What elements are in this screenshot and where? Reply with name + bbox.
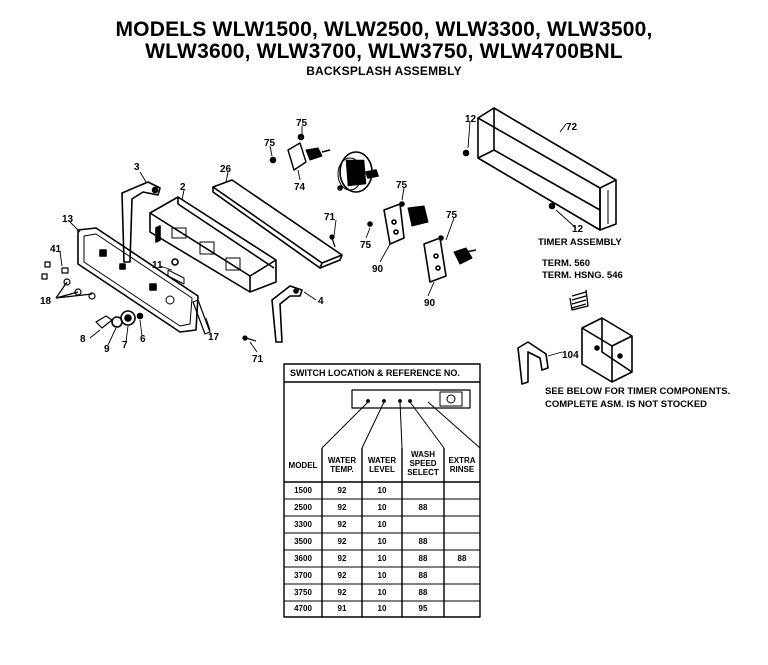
- part-timer-body: [581, 317, 633, 383]
- part-terminal-560: [569, 289, 589, 311]
- part-screws-71: [242, 234, 336, 342]
- callout-72: 72: [566, 122, 578, 133]
- switch-location-table: [283, 363, 481, 618]
- part-switch-90-upper: [367, 201, 429, 245]
- part-cover-72: [477, 107, 617, 231]
- not-stocked-note: COMPLETE ASM. IS NOT STOCKED: [545, 399, 708, 410]
- callout-104: 104: [562, 350, 579, 361]
- diagram-subtitle: BACKSPLASH ASSEMBLY: [306, 64, 462, 78]
- cell-model: 3500: [294, 537, 312, 546]
- part-knobs-left: [41, 261, 96, 300]
- callout-71-lower: 71: [252, 354, 264, 365]
- part-switch-74: [269, 133, 331, 171]
- cell-water-level: 10: [377, 604, 387, 613]
- cell-wash-speed: 88: [418, 571, 428, 580]
- callout-41: 41: [50, 244, 62, 255]
- cell-water-temp: 92: [337, 571, 347, 580]
- callout-8: 8: [80, 334, 86, 345]
- callout-4: 4: [318, 296, 324, 307]
- cell-water-temp: 92: [337, 537, 347, 546]
- callout-75-center: 75: [360, 240, 372, 251]
- cell-water-temp: 91: [337, 604, 347, 613]
- callout-75-mid: 75: [396, 180, 408, 191]
- part-bracket-4: [271, 285, 303, 343]
- cell-water-level: 10: [377, 537, 387, 546]
- cell-extra-rinse: 88: [457, 554, 467, 563]
- cell-model: 3600: [294, 554, 312, 563]
- table-title: SWITCH LOCATION & REFERENCE NO.: [290, 368, 460, 378]
- cell-wash-speed: 88: [418, 588, 428, 597]
- callout-12-top: 12: [465, 114, 477, 125]
- diagram-title-line1: MODELS WLW1500, WLW2500, WLW3300, WLW350…: [115, 18, 653, 41]
- callout-26: 26: [220, 164, 232, 175]
- cell-model: 3700: [294, 571, 312, 580]
- cell-wash-speed: 95: [418, 604, 428, 613]
- term-housing-label: TERM. HSNG. 546: [542, 270, 623, 281]
- callout-13: 13: [62, 214, 74, 225]
- screw-12a: [462, 149, 470, 157]
- cell-model: 3300: [294, 520, 312, 529]
- callout-12-bottom: 12: [572, 224, 584, 235]
- callout-75-left: 75: [264, 138, 276, 149]
- part-timer-dial: [337, 151, 379, 193]
- column-header-water-level: WATER LEVEL: [367, 456, 397, 474]
- cell-water-temp: 92: [337, 486, 347, 495]
- part-bracket-3: [121, 181, 161, 263]
- column-header-extra-rinse: EXTRA RINSE: [448, 456, 476, 474]
- cell-water-level: 10: [377, 588, 387, 597]
- callout-7: 7: [122, 340, 128, 351]
- callout-74: 74: [294, 182, 306, 193]
- callout-leaders: [59, 121, 577, 357]
- cell-water-level: 10: [377, 554, 387, 563]
- cell-wash-speed: 88: [418, 554, 428, 563]
- cell-water-temp: 92: [337, 554, 347, 563]
- part-17: [192, 299, 211, 335]
- cell-water-level: 10: [377, 571, 387, 580]
- column-header-wash-speed: WASH SPEED SELECT: [407, 450, 439, 477]
- cell-water-level: 10: [377, 520, 387, 529]
- callout-71-upper: 71: [324, 212, 336, 223]
- cell-wash-speed: 88: [418, 503, 428, 512]
- cell-water-temp: 92: [337, 588, 347, 597]
- cell-water-level: 10: [377, 503, 387, 512]
- callout-3: 3: [134, 162, 140, 173]
- cell-water-temp: 92: [337, 503, 347, 512]
- cell-wash-speed: 88: [418, 537, 428, 546]
- part-backsplash-2: [149, 196, 277, 293]
- callout-90-lower: 90: [424, 298, 436, 309]
- callout-90-upper: 90: [372, 264, 384, 275]
- cell-water-temp: 92: [337, 520, 347, 529]
- callout-2: 2: [180, 182, 186, 193]
- callout-18: 18: [40, 296, 52, 307]
- term-560-label: TERM. 560: [542, 258, 591, 269]
- cell-model: 3750: [294, 588, 312, 597]
- part-trim-strip-26: [212, 179, 343, 269]
- part-bracket-104: [517, 341, 549, 385]
- callout-17: 17: [208, 332, 220, 343]
- cell-model: 4700: [294, 604, 312, 613]
- timer-assembly-label: TIMER ASSEMBLY: [538, 237, 622, 248]
- callout-75-top: 75: [296, 118, 308, 129]
- diagram-title-line2: WLW3600, WLW3700, WLW3750, WLW4700BNL: [145, 40, 623, 63]
- part-control-panel-13: [77, 227, 199, 333]
- part-selector-knob: [95, 310, 144, 329]
- column-header-model: MODEL: [288, 461, 318, 470]
- column-header-water-temp: WATER TEMP.: [327, 456, 357, 474]
- screw-12b: [548, 202, 556, 210]
- part-switch-90-lower: [423, 235, 477, 283]
- timer-components-note: SEE BELOW FOR TIMER COMPONENTS.: [545, 386, 731, 397]
- callout-11: 11: [152, 260, 163, 271]
- callout-9: 9: [104, 344, 110, 355]
- cell-model: 1500: [294, 486, 312, 495]
- callout-75-right: 75: [446, 210, 458, 221]
- cell-water-level: 10: [377, 486, 387, 495]
- callout-6: 6: [140, 334, 146, 345]
- cell-model: 2500: [294, 503, 312, 512]
